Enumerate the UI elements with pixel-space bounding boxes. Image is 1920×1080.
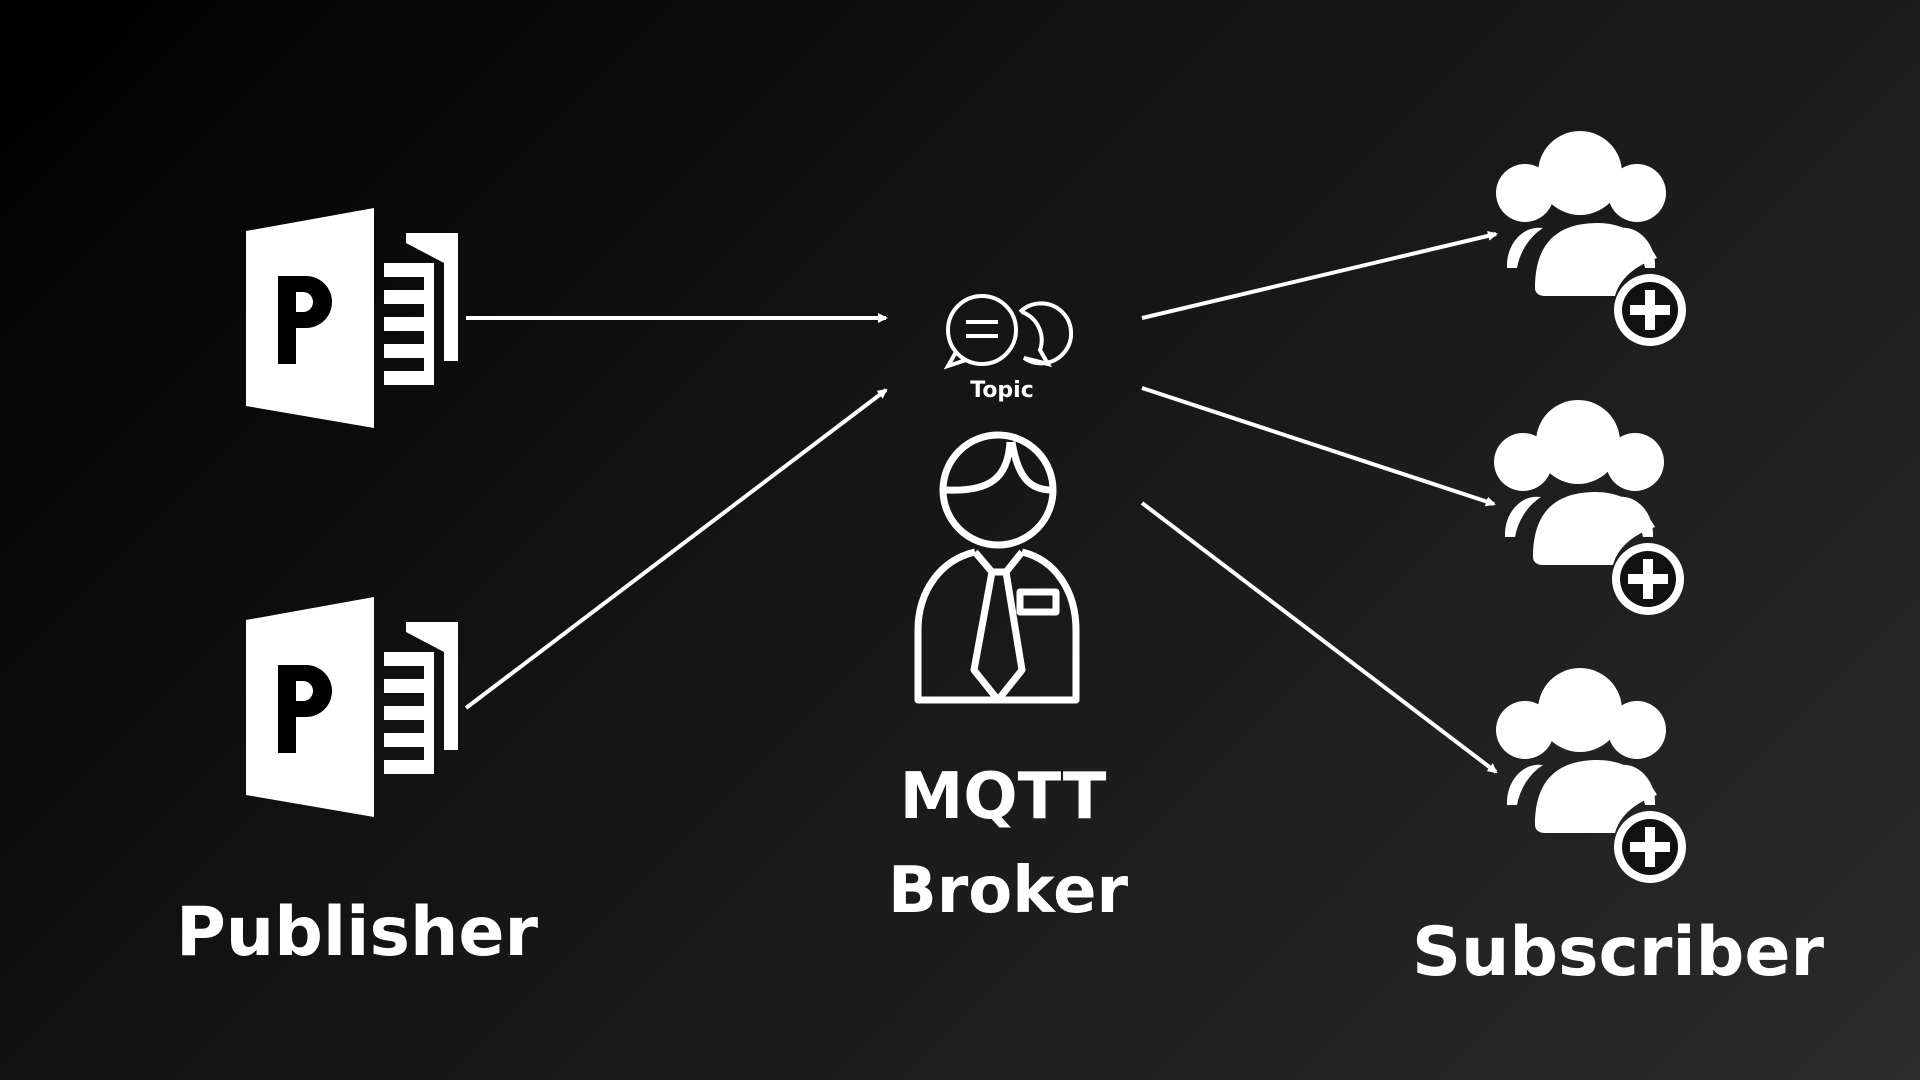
subscriber-3 bbox=[1496, 668, 1686, 883]
person-with-tie-icon bbox=[914, 431, 1080, 704]
user-group-add-icon bbox=[1496, 668, 1686, 883]
user-group-add-icon bbox=[1496, 131, 1686, 346]
user-group-add-icon bbox=[1494, 400, 1684, 615]
arrow-broker-to-subscriber-2 bbox=[1141, 386, 1496, 507]
subscriber-2 bbox=[1494, 400, 1684, 615]
chat-bubbles-icon bbox=[943, 294, 1074, 370]
publisher-document-icon bbox=[246, 597, 458, 817]
publisher-1 bbox=[246, 208, 458, 428]
arrow-publisher-2-to-topic bbox=[464, 388, 888, 710]
publisher-label: Publisher bbox=[176, 893, 539, 972]
subscriber-1 bbox=[1496, 131, 1686, 346]
arrow-broker-to-subscriber-3 bbox=[1140, 501, 1498, 774]
broker-label-line2: Broker bbox=[888, 854, 1129, 928]
publisher-document-icon bbox=[246, 208, 458, 428]
subscriber-label: Subscriber bbox=[1412, 913, 1824, 992]
arrow-broker-to-subscriber-1 bbox=[1141, 230, 1498, 320]
broker-label-line1: MQTT bbox=[900, 760, 1107, 834]
publisher-2 bbox=[246, 597, 458, 817]
topic-label: Topic bbox=[970, 378, 1034, 403]
